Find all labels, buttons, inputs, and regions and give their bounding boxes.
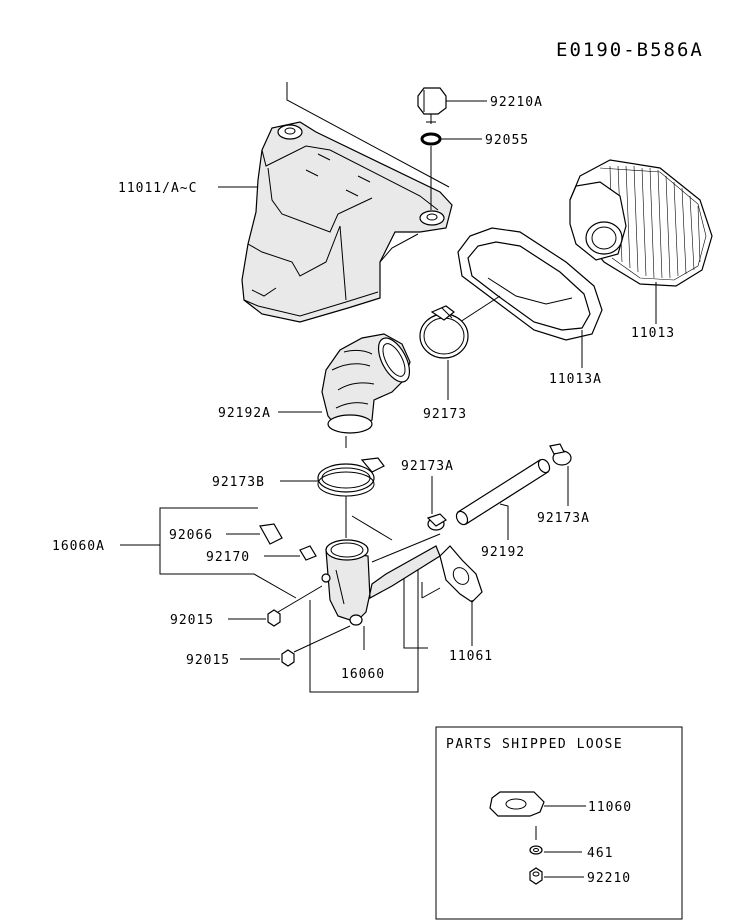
parts-shipped-loose-box: PARTS SHIPPED LOOSE 11060 461 92210 — [435, 726, 683, 920]
air-cleaner-cover — [241, 82, 453, 323]
gasket-11061: 11061 — [421, 545, 493, 664]
label-92170: 92170 — [206, 550, 250, 565]
clamp-92173A-right: 92173A — [537, 443, 590, 526]
label-16060A: 16060A — [52, 539, 105, 554]
label-92066: 92066 — [169, 528, 213, 543]
clip-92170: 92170 — [206, 545, 317, 565]
label-92173A-right: 92173A — [537, 511, 590, 526]
nut-92015-lower: 92015 — [186, 625, 351, 668]
assembly-bracket-16060A: 16060A — [52, 507, 297, 599]
clamp-92173A-left: 92173A — [401, 459, 454, 531]
label-461: 461 — [587, 846, 613, 861]
label-92192: 92192 — [481, 545, 525, 560]
label-92015-lower: 92015 — [186, 653, 230, 668]
label-92015-upper: 92015 — [170, 613, 214, 628]
label-92173B: 92173B — [212, 475, 265, 490]
nut-92015-upper: 92015 — [170, 585, 323, 628]
label-92210A: 92210A — [490, 95, 543, 110]
hose-92192: 92192 — [455, 458, 551, 560]
label-11011: 11011/A~C — [118, 181, 197, 196]
air-inlet-body-16060: 16060 — [309, 515, 441, 693]
clamp-92173: 92173 — [419, 305, 469, 422]
label-11013: 11013 — [631, 326, 675, 341]
wing-nut-92210A: 92210A — [417, 87, 543, 124]
plug-92066: 92066 — [169, 523, 283, 545]
clamp-92173B: 92173B — [212, 457, 385, 538]
label-92173: 92173 — [423, 407, 467, 422]
label-92210: 92210 — [587, 871, 631, 886]
label-92173A-left: 92173A — [401, 459, 454, 474]
air-filter-element-11013: 11013 — [569, 159, 713, 341]
washer-92055: 92055 — [420, 132, 529, 210]
label-11061: 11061 — [449, 649, 493, 664]
label-16060: 16060 — [341, 667, 385, 682]
label-11013A: 11013A — [549, 372, 602, 387]
elbow-hose-92192A: 92192A — [218, 333, 411, 448]
diagram-code: E0190-B586A — [556, 39, 704, 61]
label-92192A: 92192A — [218, 406, 271, 421]
pre-cleaner-11013A: 11013A — [457, 227, 603, 387]
label-11060: 11060 — [588, 800, 632, 815]
loose-box-title: PARTS SHIPPED LOOSE — [446, 737, 623, 752]
label-92055: 92055 — [485, 133, 529, 148]
